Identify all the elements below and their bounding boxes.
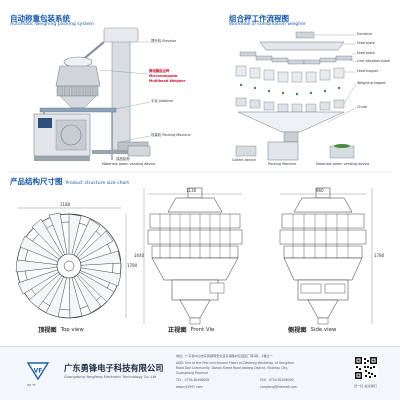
- workflow-diagram: [235, 31, 357, 161]
- packing-machine-illustration: [33, 27, 151, 161]
- qr-caption: 扫一扫 关注我们: [354, 384, 377, 388]
- structure-title-en: Product structure size chart: [65, 181, 130, 186]
- automatic-system-subtitle: Automatic Weighing packing system: [10, 22, 94, 27]
- front-view-label: 正视图 Front Vie: [168, 325, 215, 335]
- top-view-en: Top view: [60, 326, 84, 333]
- fax: FAX：0754-82498005: [260, 378, 294, 382]
- company-name-zh: 广东勇锋电子科技有限公司: [64, 363, 164, 373]
- label-elevator: 提升机 Elevator: [151, 39, 177, 43]
- dim-top-height: 1780: [127, 263, 138, 268]
- logo-text: VF: [34, 368, 43, 375]
- qr-code: [354, 356, 378, 380]
- top-view-drawing: [15, 207, 127, 319]
- front-view-zh: 正视图: [168, 327, 187, 334]
- label-entrance: Entrance: [357, 32, 373, 36]
- side-view-zh: 侧视图: [288, 327, 307, 334]
- structure-title-zh: 产品结构尺寸图: [10, 177, 63, 186]
- dim-top-width: 1180: [60, 202, 71, 207]
- label-weigher-en1: Microcomputer: [149, 74, 178, 78]
- automatic-system-title: 自动称重包装系统: [10, 13, 70, 24]
- workflow-title-zh: 组合秤工作流程图: [229, 14, 289, 23]
- label-line-vibration: Line vibration plate: [357, 59, 390, 63]
- address-en-3: Guangdong Province: [176, 371, 209, 375]
- automatic-system-title-en: Automatic Weighing packing system: [10, 22, 94, 27]
- structure-title: 产品结构尺寸图 Product structure size chart: [10, 176, 129, 187]
- company-logo: VF: [26, 362, 50, 381]
- email: yongfeng@hotmail.com: [260, 385, 297, 389]
- tel: TEL：0754-82498005: [176, 378, 210, 382]
- label-collect-device: Collect device: [232, 158, 256, 162]
- front-view-en: Front Vie: [190, 326, 215, 333]
- logo-caption: ZZ YF: [27, 383, 36, 387]
- dim-front-width: 1130: [186, 188, 197, 193]
- dim-side-height: 1780: [374, 253, 385, 258]
- workflow-subtitle: Workflow of combination weigher: [229, 22, 306, 27]
- label-weigher-zh: 微电脑组合秤: [149, 69, 170, 73]
- label-finished-zh: 成品检测: [116, 157, 130, 161]
- label-feed-plate-2: Feed plate: [357, 51, 375, 55]
- address-en-2: Road Daji Community, Dahan Street Road J…: [176, 366, 289, 370]
- side-view-label: 侧视图 Side view: [288, 325, 337, 335]
- label-feed-hopper: Feed hopper: [357, 69, 379, 73]
- label-feed-plate: Feed plate: [357, 41, 375, 45]
- label-weighing-hopper: Weighing hopper: [357, 81, 386, 85]
- footer: [0, 346, 400, 400]
- dim-side-width: 960: [316, 188, 324, 193]
- label-platform: 平台 platform: [151, 99, 174, 103]
- address-en-1: ADD: One of the First and Second Floors …: [176, 361, 294, 365]
- workflow-title: 组合秤工作流程图: [229, 13, 289, 24]
- website: www.yf1997.com: [176, 385, 203, 389]
- company-name-en: Guangdong Yongfeng Electronic Technology…: [64, 375, 157, 379]
- automatic-system-title-zh: 自动称重包装系统: [10, 14, 70, 23]
- front-view-drawing: [143, 187, 243, 325]
- label-chute: Chute: [357, 105, 368, 109]
- top-view-zh: 顶视图: [38, 327, 57, 334]
- label-finished-en: Materials green vending device: [102, 162, 156, 166]
- address-zh: 地址：广东省中山市东凤镇同安大道东海珠村东园区厂房1栋，2楼之一: [176, 354, 273, 358]
- workflow-title-en: Workflow of combination weigher: [229, 22, 306, 27]
- label-packing-machine-wf: Packing Machine: [268, 162, 297, 166]
- label-weigher-en2: Multihead Weigher: [149, 79, 186, 83]
- top-view-label: 顶视图 Top view: [38, 325, 84, 335]
- label-packing-machine: 包装机 Packing Machine: [151, 133, 191, 137]
- side-view-en: Side view: [310, 326, 337, 333]
- dim-front-height: 1640: [134, 253, 145, 258]
- side-view-drawing: [279, 187, 373, 325]
- label-vending-device: Materials green vending device: [316, 162, 370, 166]
